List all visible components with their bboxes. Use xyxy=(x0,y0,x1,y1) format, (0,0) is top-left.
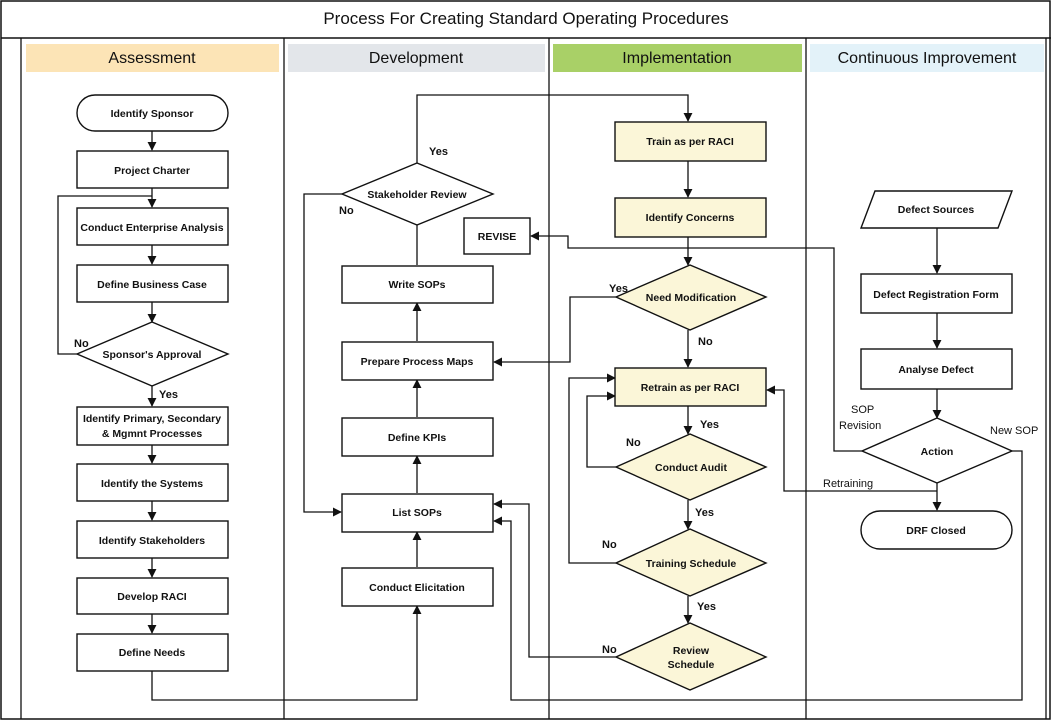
edge-label-audit-yes: Yes xyxy=(695,507,714,519)
node-define-kpis-label: Define KPIs xyxy=(388,432,447,444)
edge-label-audit-no: No xyxy=(626,437,641,449)
node-train-raci xyxy=(614,121,767,162)
edge-review-no xyxy=(303,193,342,517)
node-identify-stakeholders xyxy=(76,520,229,559)
node-conduct-enterprise-analysis xyxy=(76,207,229,246)
node-drf-closed-label: DRF Closed xyxy=(906,525,966,537)
node-defect-sources-label: Defect Sources xyxy=(898,204,975,216)
node-sponsors-approval xyxy=(75,321,230,387)
node-need-modification xyxy=(614,264,768,331)
edge-review-schedule-no xyxy=(493,499,616,658)
edge-label-review-schedule-no: No xyxy=(602,644,617,656)
node-defect-sources xyxy=(859,190,1014,229)
node-conduct-elicitation-label: Conduct Elicitation xyxy=(369,582,465,594)
edge-label-approval-no: No xyxy=(74,338,89,350)
node-define-kpis xyxy=(341,417,494,457)
node-write-sops-label: Write SOPs xyxy=(389,279,446,291)
node-action-label: Action xyxy=(921,446,954,458)
node-list-sops-label: List SOPs xyxy=(392,507,442,519)
lane-header-development-bg xyxy=(288,44,545,72)
node-conduct-audit-label: Conduct Audit xyxy=(655,462,727,474)
edge-label-review-yes: Yes xyxy=(429,146,448,158)
node-define-needs xyxy=(76,633,229,672)
node-define-needs-label: Define Needs xyxy=(119,647,186,659)
node-analyse-defect-label: Analyse Defect xyxy=(898,364,974,376)
edge-label-retrain-yes: Yes xyxy=(700,419,719,431)
node-training-schedule xyxy=(614,528,768,597)
lane-header-assessment: Assessment xyxy=(108,50,196,67)
node-define-business-case xyxy=(76,264,229,303)
edge-training-no xyxy=(568,373,616,564)
lane-header-development: Development xyxy=(369,50,464,67)
edge-label-training-yes: Yes xyxy=(697,601,716,613)
node-training-schedule-label: Training Schedule xyxy=(646,558,737,570)
node-prepare-process-maps-label: Prepare Process Maps xyxy=(361,356,474,368)
node-identify-stakeholders-label: Identify Stakeholders xyxy=(99,535,205,547)
node-define-business-case-label: Define Business Case xyxy=(97,279,207,291)
node-stakeholder-review xyxy=(340,162,495,226)
edge-label-modification-no: No xyxy=(698,336,713,348)
node-identify-concerns xyxy=(614,197,767,238)
node-sponsors-approval-label: Sponsor's Approval xyxy=(103,349,202,361)
edge-label-revision: Revision xyxy=(839,420,881,432)
node-identify-systems xyxy=(76,463,229,502)
node-retrain-raci-label: Retrain as per RACI xyxy=(641,382,740,394)
node-write-sops xyxy=(341,265,494,304)
edge-label-modification-yes: Yes xyxy=(609,283,628,295)
node-defect-registration-form-label: Defect Registration Form xyxy=(873,289,998,301)
edge-label-training-no: No xyxy=(602,539,617,551)
edge-label-review-no: No xyxy=(339,205,354,217)
diagram-title: Process For Creating Standard Operating … xyxy=(323,9,728,28)
node-drf-closed xyxy=(860,510,1013,550)
edge-retraining xyxy=(766,385,937,492)
node-review-schedule-label-1: Review xyxy=(673,645,710,657)
node-conduct-audit xyxy=(614,433,768,501)
edge-sop-revision xyxy=(530,231,862,452)
node-revise-label: REVISE xyxy=(478,231,517,243)
lane-header-implementation-bg xyxy=(553,44,802,72)
edge-approval-no xyxy=(57,195,152,355)
edge-review-yes xyxy=(416,94,693,163)
node-list-sops xyxy=(341,493,494,533)
node-conduct-enterprise-analysis-label: Conduct Enterprise Analysis xyxy=(80,222,223,234)
node-identify-sponsor-label: Identify Sponsor xyxy=(111,108,194,120)
edge-modification-yes xyxy=(493,296,616,367)
node-review-schedule xyxy=(614,622,768,691)
node-conduct-elicitation xyxy=(341,567,494,607)
edge-label-approval-yes: Yes xyxy=(159,389,178,401)
lane-header-continuous-bg xyxy=(810,44,1044,72)
edge-needs-to-elicitation xyxy=(151,605,422,701)
lane-header-implementation: Implementation xyxy=(622,50,731,67)
node-identify-processes-label-2: & Mgmnt Processes xyxy=(102,428,203,440)
node-project-charter-label: Project Charter xyxy=(114,165,190,177)
lane-header-assessment-bg xyxy=(26,44,279,72)
edge-new-sop xyxy=(493,450,1023,701)
node-train-raci-label: Train as per RACI xyxy=(646,136,734,148)
node-identify-sponsor xyxy=(76,94,229,132)
node-develop-raci-label: Develop RACI xyxy=(117,591,187,603)
node-identify-concerns-label: Identify Concerns xyxy=(646,212,735,224)
node-review-schedule-label-2: Schedule xyxy=(668,659,715,671)
lane-header-continuous: Continuous Improvement xyxy=(838,50,1017,67)
node-project-charter xyxy=(76,150,229,189)
node-develop-raci xyxy=(76,577,229,615)
node-identify-processes xyxy=(76,406,229,446)
edge-label-new-sop: New SOP xyxy=(990,425,1038,437)
edge-label-retraining: Retraining xyxy=(823,478,873,490)
node-retrain-raci xyxy=(614,367,767,407)
node-action xyxy=(860,417,1014,484)
node-defect-registration-form xyxy=(860,273,1013,314)
node-identify-processes-label-1: Identify Primary, Secondary xyxy=(83,413,221,425)
edge-label-sop: SOP xyxy=(851,404,874,416)
edge-audit-no xyxy=(586,391,616,468)
node-stakeholder-review-label: Stakeholder Review xyxy=(367,189,467,201)
node-revise xyxy=(463,217,531,255)
node-prepare-process-maps xyxy=(341,341,494,381)
node-need-modification-label: Need Modification xyxy=(646,292,736,304)
node-identify-systems-label: Identify the Systems xyxy=(101,478,203,490)
node-analyse-defect xyxy=(860,348,1013,390)
